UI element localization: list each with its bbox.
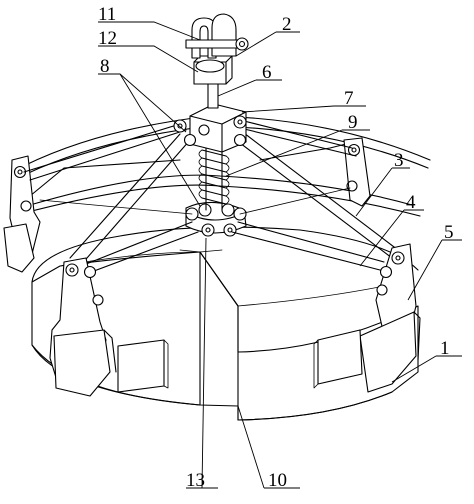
label-6: 6	[262, 62, 272, 83]
label-13: 13	[186, 470, 205, 491]
label-7: 7	[344, 88, 354, 109]
label-2: 2	[282, 14, 292, 35]
label-3: 3	[394, 150, 404, 171]
label-9: 9	[348, 112, 358, 133]
lifting-assembly	[185, 13, 249, 109]
label-5: 5	[444, 222, 454, 243]
right-rear-clamp	[343, 137, 371, 207]
strut-rods	[23, 119, 399, 275]
label-1: 1	[440, 338, 450, 359]
part-labels: 11 12 8 2 6 7 9 3 4 5 1 13 10	[98, 4, 454, 491]
label-12: 12	[98, 28, 117, 49]
left-rear-clamp	[3, 155, 41, 273]
label-8: 8	[100, 56, 110, 77]
label-4: 4	[406, 192, 416, 213]
right-front-clamp	[313, 243, 421, 393]
label-10: 10	[268, 470, 287, 491]
left-front-clamp	[49, 257, 169, 397]
leader-lines	[98, 21, 462, 489]
upper-hub-block	[173, 103, 247, 153]
lower-hub	[185, 201, 247, 237]
label-11: 11	[98, 4, 116, 25]
